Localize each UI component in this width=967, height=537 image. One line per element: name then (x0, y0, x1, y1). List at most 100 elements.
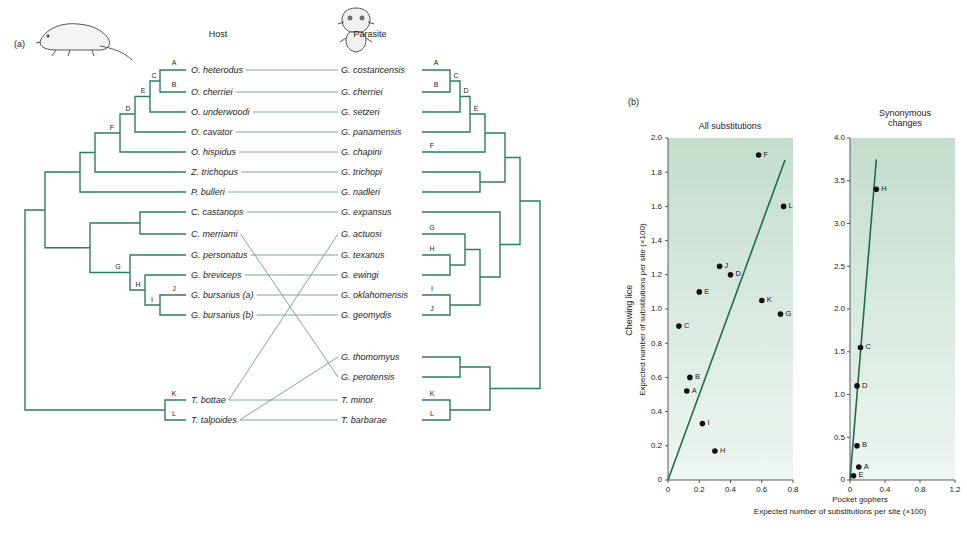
axis-tick (955, 480, 956, 483)
axis-tick (665, 377, 668, 378)
figure-label: 0 (841, 475, 845, 484)
figure-label: (b) (628, 97, 639, 107)
figure-label: 1.4 (651, 236, 662, 245)
taxon-name: G. texanus (340, 250, 386, 261)
axis-tick (847, 266, 850, 267)
data-point (676, 323, 682, 329)
taxon-label: P. bulleri (191, 187, 225, 198)
taxon-label: T. bottae (191, 395, 226, 406)
figure-label: 1.6 (651, 202, 662, 211)
node-letter: L (430, 410, 434, 418)
taxon-name: G. thomomyus (340, 352, 401, 363)
axis-tick (885, 480, 886, 483)
figure-label: 4.0 (834, 133, 845, 142)
figure-label: Synonymous changes (865, 108, 945, 129)
point-label: F (764, 151, 769, 160)
taxon-label: G. cherriei (341, 87, 383, 98)
axis-tick (761, 480, 762, 483)
taxon-label: T. barbarae (341, 415, 387, 426)
figure-label: Parasite (353, 29, 386, 39)
node-letter: L (172, 410, 176, 418)
figure-label: 0.8 (651, 339, 662, 348)
taxon-label: C. merriami (191, 229, 238, 240)
figure-label: Pocket gophers (832, 495, 888, 504)
data-point (856, 464, 862, 470)
node-letter: E (141, 87, 146, 95)
taxon-name: O. cavator (190, 127, 234, 138)
figure-label: 0.6 (756, 485, 767, 494)
figure-label: 0.5 (834, 433, 845, 442)
taxon-name: T. minor (340, 395, 374, 406)
taxon-name: G. setzeri (340, 107, 381, 118)
taxon-name: P. bulleri (190, 187, 226, 198)
association-line (253, 112, 338, 113)
data-point (756, 152, 762, 158)
node-letter: J (172, 285, 176, 293)
figure-label: 0.2 (651, 441, 662, 450)
data-point (778, 311, 784, 317)
data-point (687, 375, 693, 381)
node-letter: D (125, 105, 130, 113)
data-point (851, 473, 857, 479)
taxon-name: G. costaricensis (340, 65, 406, 76)
figure-label: 1.8 (651, 168, 662, 177)
taxon-name: O. heterodus (190, 65, 244, 76)
node-letter: B (172, 81, 177, 89)
axis-tick (665, 480, 668, 481)
figure-label: 0.2 (694, 485, 705, 494)
node-letter: D (463, 87, 468, 95)
node-letter: C (151, 72, 156, 80)
association-line (240, 420, 338, 421)
figure-label: All substitutions (699, 121, 762, 131)
taxon-name: O. underwoodi (190, 107, 251, 118)
figure-label: 0.8 (787, 485, 798, 494)
taxon-label: G. costaricensis (341, 65, 405, 76)
axis-tick (847, 223, 850, 224)
axis-tick (665, 240, 668, 241)
figure-label: 2.0 (651, 133, 662, 142)
figure-label: 0 (666, 485, 670, 494)
figure-label: 1.5 (834, 347, 845, 356)
point-label: G (786, 310, 792, 319)
point-label: H (720, 447, 725, 456)
figure-label: Expected number of substitutions per sit… (754, 507, 926, 516)
taxon-name: G. nadleri (340, 187, 381, 198)
taxon-name: C. castanops (190, 207, 245, 218)
point-label: H (881, 185, 886, 194)
taxon-label: C. castanops (191, 207, 244, 218)
node-letter: J (430, 305, 434, 313)
point-label: B (695, 373, 700, 382)
taxon-label: G. geomydis (341, 310, 392, 321)
data-point (854, 443, 860, 449)
axis-tick (668, 480, 669, 483)
figure-label: 0 (848, 485, 852, 494)
data-point (728, 272, 734, 278)
axis-tick (850, 480, 851, 483)
association-line (236, 132, 338, 133)
figure-label: 1.2 (651, 270, 662, 279)
axis-tick (665, 138, 668, 139)
data-point (759, 298, 765, 304)
axis-tick (665, 172, 668, 173)
parasite-tree (422, 70, 540, 420)
figure-label: 0.4 (725, 485, 736, 494)
figure-label: (a) (14, 39, 25, 49)
figure-label: 2.0 (834, 304, 845, 313)
axis-tick (847, 138, 850, 139)
taxon-name: G. panamensis (340, 127, 403, 138)
data-point (700, 421, 706, 427)
taxon-name: G. geomydis (340, 310, 393, 321)
figure-label: 1.2 (949, 485, 960, 494)
taxon-label: Z. trichopus (191, 167, 238, 178)
node-letter: K (430, 390, 435, 398)
node-letter: G (429, 224, 434, 232)
node-letter: B (434, 81, 439, 89)
taxon-label: T. minor (341, 395, 373, 406)
taxon-label: O. underwoodi (191, 107, 250, 118)
taxon-name: G. bursarius (a) (190, 290, 255, 301)
node-letter: K (172, 390, 177, 398)
axis-title: Expected number of substitutions per sit… (637, 224, 646, 396)
node-letter: A (434, 59, 439, 67)
